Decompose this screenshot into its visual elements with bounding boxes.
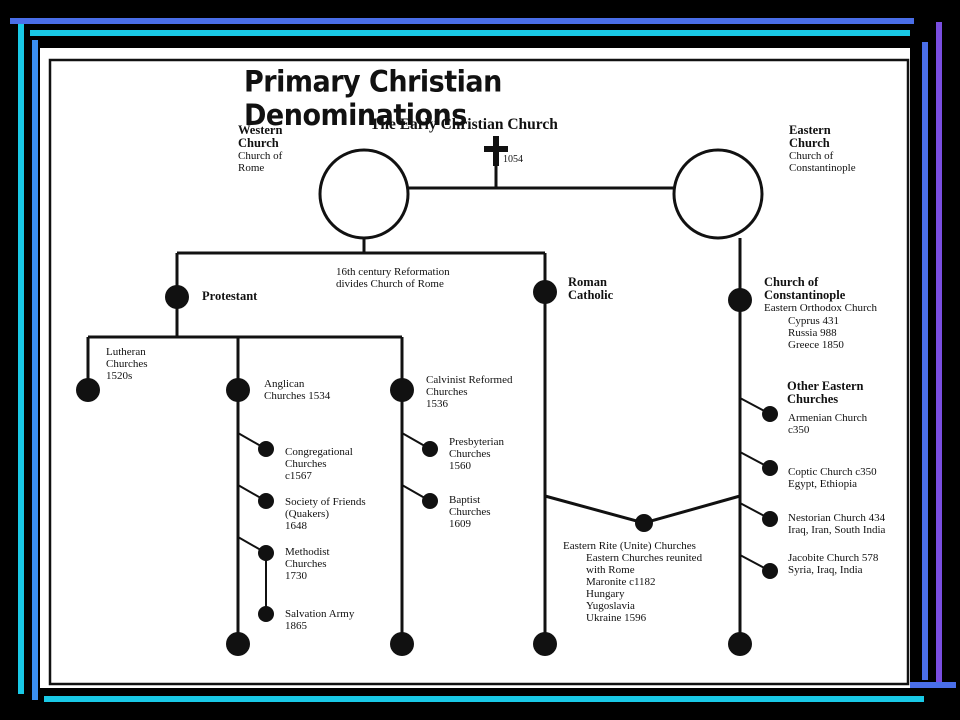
catholic-end-node [533,632,557,656]
anglican-end-node [226,632,250,656]
western-church-subtitle: Church of Rome [238,150,283,174]
eastern-church-subtitle: Church of Constantinople [789,150,856,174]
roman-catholic-node [533,280,557,304]
salvation-army-label: Salvation Army 1865 [285,608,355,632]
reformation-note: 16th century Reformation divides Church … [336,266,450,290]
frame-right-blue-bar [922,42,928,680]
calvinist-end-node [390,632,414,656]
other-eastern-heading: Other Eastern Churches [787,379,864,406]
orthodox-list: Cyprus 431 Russia 988 Greece 1850 [788,315,844,351]
frame-bottom-blue-bar [910,682,956,688]
diagram-title: Primary Christian Denominations [244,65,502,133]
eastern-rite-node [635,514,653,532]
baptist-label: Baptist Churches 1609 [449,494,491,530]
frame-top-blue-bar [10,18,914,24]
western-church-circle [318,148,410,240]
salvation-army-node [258,606,274,622]
eastern-end-node [728,632,752,656]
congregational-label: Congregational Churches c1567 [285,446,353,482]
frame-left-blue-bar [32,40,38,700]
anglican-label: Anglican Churches 1534 [264,378,331,402]
presbyterian-label: Presbyterian Churches 1560 [449,436,504,472]
western-church-heading: Western Church [238,123,283,150]
anglican-node [226,378,250,402]
frame-right-violet-bar [936,22,942,682]
friends-label: Society of Friends (Quakers) 1648 [285,496,366,532]
frame-left-cyan-bar [18,24,24,694]
eastern-orthodox-label: Eastern Orthodox Church [764,302,878,314]
calvinist-label: Calvinist Reformed Churches 1536 [426,374,513,410]
armenian-label: Armenian Church c350 [788,412,868,436]
lutheran-node [76,378,100,402]
jacobite-node [762,563,778,579]
schism-year-label: 1054 [503,154,523,165]
baptist-node [422,493,438,509]
roman-catholic-label: Roman Catholic [568,275,614,302]
methodist-label: Methodist Churches 1730 [285,546,330,582]
eastern-church-circle [672,148,764,240]
early-church-label: The Early Christian Church [370,116,558,133]
protestant-label: Protestant [202,289,258,303]
diagram-panel: Primary Christian Denominations The Earl… [40,48,910,688]
eastern-rite-list: Eastern Churches reunited with Rome Maro… [586,552,703,624]
lutheran-label: Lutheran Churches 1520s [106,346,148,382]
friends-node [258,493,274,509]
eastern-church-heading: Eastern Church [789,123,831,150]
coptic-node [762,460,778,476]
constantinople-node [728,288,752,312]
calvinist-node [390,378,414,402]
congregational-node [258,441,274,457]
diagram-border [48,58,910,686]
frame-top-cyan-bar [30,30,910,36]
presbyterian-node [422,441,438,457]
jacobite-label: Jacobite Church 578 Syria, Iraq, India [788,552,879,576]
protestant-node [165,285,189,309]
frame-bottom-cyan-bar [44,696,924,702]
constantinople-heading: Church of Constantinople [764,275,846,302]
denomination-tree [48,58,910,686]
methodist-node [258,545,274,561]
eastern-rite-heading: Eastern Rite (Unite) Churches [563,540,696,552]
nestorian-label: Nestorian Church 434 Iraq, Iran, South I… [788,512,886,536]
armenian-node [762,406,778,422]
coptic-label: Coptic Church c350 Egypt, Ethiopia [788,466,877,490]
nestorian-node [762,511,778,527]
cross-icon [484,136,508,166]
